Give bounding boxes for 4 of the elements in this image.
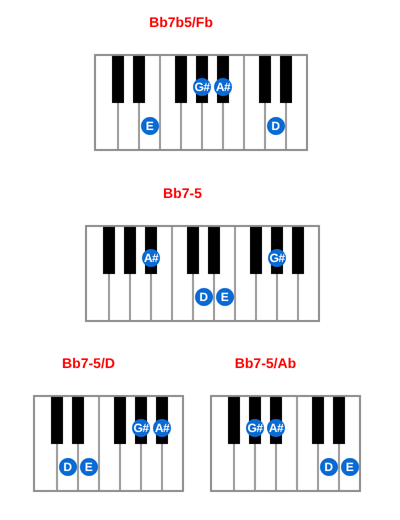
chord-name: Bb7-5 bbox=[163, 185, 202, 201]
chord-name: Bb7b5/Fb bbox=[149, 14, 213, 30]
chord-name: Bb7-5/Ab bbox=[234, 355, 296, 371]
chord-name: Bb7-5/D bbox=[62, 355, 115, 371]
